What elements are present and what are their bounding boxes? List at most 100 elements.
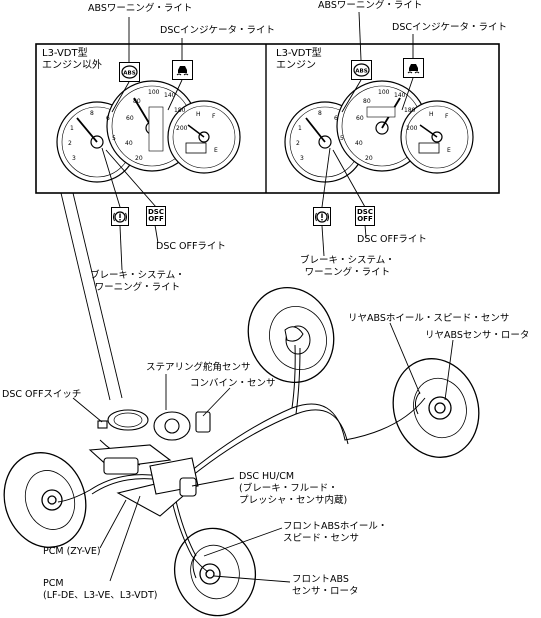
dsc-off-light-label-left: DSC OFFライト [156, 241, 226, 252]
steering-sensor-label: ステアリング舵角センサ [146, 362, 251, 373]
front-abs-wheel-speed-label: フロントABSホイール・ スピード・センサ [283, 521, 387, 545]
dsc-off-icon-left: DSC OFF [146, 206, 166, 226]
brake-warning-label-right-line1: ブレーキ・システム・ [300, 255, 395, 266]
dsc-indicator-label-right: DSCインジケータ・ライト [392, 22, 507, 33]
svg-text:5: 5 [340, 135, 344, 142]
cluster-box [35, 43, 500, 194]
svg-text:1: 1 [70, 125, 74, 132]
svg-text:40: 40 [355, 140, 363, 147]
left-gauge-cluster [56, 80, 241, 183]
left-panel-title-line2: エンジン以外 [42, 60, 102, 71]
rear-right-wheel [392, 358, 480, 458]
brake-warning-label-right: ブレーキ・システム・ ワーニング・ライト [300, 255, 395, 279]
dsc-hu-cm-label: DSC HU/CM (ブレーキ・フルード・ プレッシャ・センサ内蔵) [239, 471, 347, 507]
abs-warning-icon-right: ABS [351, 60, 372, 80]
svg-text:2: 2 [68, 140, 72, 147]
engine-bay-units [88, 444, 199, 517]
svg-text:140: 140 [164, 92, 176, 99]
pcm-lf-line2: (LF-DE、L3-VE、L3-VDT) [43, 590, 158, 601]
right-panel-title: L3-VDT型 エンジン [276, 48, 322, 72]
dsc-hu-cm-line3: プレッシャ・センサ内蔵) [239, 495, 348, 506]
svg-text:2: 2 [296, 140, 300, 147]
svg-text:F: F [445, 113, 449, 120]
left-panel-title-line1: L3-VDT型 [42, 48, 88, 59]
front-abs-rotor-line2: センサ・ロータ [292, 586, 359, 597]
skid-car-icon [176, 66, 189, 76]
svg-text:E: E [447, 147, 451, 154]
svg-text:E: E [214, 147, 218, 154]
svg-text:60: 60 [126, 115, 134, 122]
cluster-leaders [101, 11, 414, 271]
skid-car-icon [407, 64, 420, 74]
pcm-lf-line1: PCM [43, 578, 64, 589]
right-gauge-ticks: 1 2 3 8 6 5 40 60 80 100 140 180 200 20 H F E [296, 89, 451, 162]
front-left-wheel [3, 452, 87, 548]
svg-text:3: 3 [72, 155, 76, 162]
svg-text:6: 6 [106, 115, 110, 122]
rear-abs-wheel-speed-label: リヤABSホイール・スピード・センサ [348, 313, 510, 324]
dsc-indicator-icon-right [403, 58, 424, 78]
dsc-off-light-label-right: DSC OFFライト [357, 234, 427, 245]
svg-text:200: 200 [406, 125, 418, 132]
front-abs-wheel-speed-line1: フロントABSホイール・ [283, 521, 388, 532]
svg-text:80: 80 [363, 98, 371, 105]
svg-text:3: 3 [300, 155, 304, 162]
svg-text:6: 6 [334, 115, 338, 122]
brake-warning-label-right-line2: ワーニング・ライト [304, 267, 391, 278]
right-panel-title-line1: L3-VDT型 [276, 48, 322, 59]
dsc-off-icon-line2: OFF [148, 215, 164, 223]
dsc-indicator-icon-left [172, 60, 193, 80]
dsc-off-icon-line1: DSC [357, 208, 373, 216]
dsc-off-switch-label: DSC OFFスイッチ [2, 389, 82, 400]
brake-warning-label-left-line1: ブレーキ・システム・ [90, 270, 185, 281]
svg-text:180: 180 [174, 107, 186, 114]
svg-text:180: 180 [404, 107, 416, 114]
dsc-off-icon-line2: OFF [357, 215, 373, 223]
right-panel-title-line2: エンジン [276, 60, 316, 71]
main-leaders [72, 322, 454, 583]
dashboard-assembly [97, 409, 211, 441]
pcm-lf-label: PCM (LF-DE、L3-VE、L3-VDT) [43, 578, 157, 602]
brake-warning-label-left-line2: ワーニング・ライト [94, 282, 181, 293]
dsc-hu-cm-line2: (ブレーキ・フルード・ [239, 483, 338, 494]
dsc-hu-cm-line1: DSC HU/CM [239, 471, 295, 482]
abs-warning-label-left: ABSワーニング・ライト [88, 3, 193, 14]
rear-left-wheel [247, 287, 335, 383]
abs-warning-label-right: ABSワーニング・ライト [318, 0, 423, 11]
pcm-zy-label: PCM (ZY-VE) [43, 546, 101, 557]
front-abs-wheel-speed-line2: スピード・センサ [283, 533, 360, 544]
svg-text:200: 200 [176, 125, 188, 132]
front-abs-rotor-line1: フロントABS [292, 574, 349, 585]
dsc-off-icon-line1: DSC [148, 208, 164, 216]
dsc-indicator-label-left: DSCインジケータ・ライト [160, 25, 275, 36]
svg-text:8: 8 [318, 110, 322, 117]
svg-text:40: 40 [125, 140, 133, 147]
left-panel-title: L3-VDT型 エンジン以外 [42, 48, 102, 72]
svg-text:8: 8 [90, 110, 94, 117]
front-right-wheel [173, 527, 257, 617]
svg-text:1: 1 [298, 125, 302, 132]
svg-text:H: H [196, 111, 201, 118]
svg-text:5: 5 [112, 135, 116, 142]
svg-text:60: 60 [356, 115, 364, 122]
svg-text:80: 80 [133, 98, 141, 105]
dsc-off-icon-right: DSC OFF [355, 206, 375, 226]
svg-text:100: 100 [378, 89, 390, 96]
right-gauge-cluster [284, 80, 474, 183]
svg-text:20: 20 [135, 155, 143, 162]
abs-icon-text: ABS [123, 71, 135, 77]
brake-warning-label-left: ブレーキ・システム・ ワーニング・ライト [90, 270, 185, 294]
brake-warning-icon-left [111, 207, 129, 226]
abs-icon-text: ABS [355, 69, 367, 75]
dashboard-leaders [60, 192, 123, 401]
combine-sensor-label: コンバイン・センサ [190, 378, 276, 389]
front-abs-rotor-label: フロントABS センサ・ロータ [292, 574, 359, 598]
brake-warning-icon-right [313, 207, 331, 226]
svg-text:20: 20 [365, 155, 373, 162]
svg-text:100: 100 [148, 89, 160, 96]
svg-text:140: 140 [394, 92, 406, 99]
svg-text:H: H [429, 111, 434, 118]
